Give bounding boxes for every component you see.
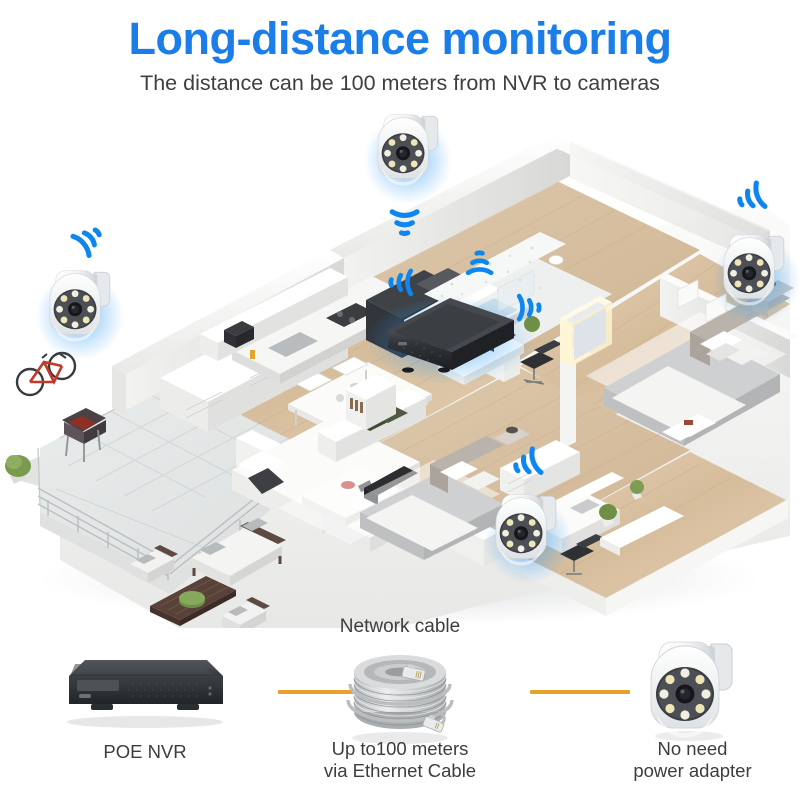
caption-camera: No need power adapter [585, 738, 800, 782]
potted-plant [5, 455, 31, 484]
nvr-center [365, 253, 539, 384]
bicycle [15, 351, 77, 397]
outdoor-coffee-table [150, 576, 236, 626]
camera-bottom [484, 449, 572, 584]
camera-right [712, 183, 800, 324]
bottom-product-row: POE NVR Network cable [0, 616, 800, 800]
ptz-camera-device-art [650, 641, 733, 741]
nvr-device-art [67, 660, 223, 728]
connector-right [530, 690, 630, 694]
connector-left [278, 690, 378, 694]
coiled-lan-cable-art [346, 655, 454, 744]
outdoor-sofa [192, 518, 286, 586]
page-title: Long-distance monitoring [128, 13, 672, 64]
caption-camera-line1: No need [657, 738, 728, 759]
caption-network-cable: Up to100 meters via Ethernet Cable [285, 738, 515, 782]
camera-top-center [364, 114, 452, 234]
outdoor-armchair [222, 597, 270, 628]
caption-poe-nvr: POE NVR [103, 741, 187, 762]
second-bedroom [346, 426, 684, 575]
office-chair [520, 340, 562, 385]
header: Long-distance monitoring The distance ca… [0, 0, 800, 96]
caption-network-cable-line1: Up to100 meters [331, 738, 469, 759]
master-bedroom [586, 279, 794, 446]
caption-network-cable-line2: via Ethernet Cable [323, 760, 477, 781]
caption-camera-line2: power adapter [633, 760, 752, 781]
network-cable-label: Network cable [339, 616, 461, 637]
camera-top-left [36, 222, 124, 360]
page-subtitle: The distance can be 100 meters from NVR … [140, 71, 660, 95]
bbq-grill [62, 408, 106, 462]
outdoor-armchair [130, 545, 178, 583]
floorplan-illustration [0, 108, 800, 628]
